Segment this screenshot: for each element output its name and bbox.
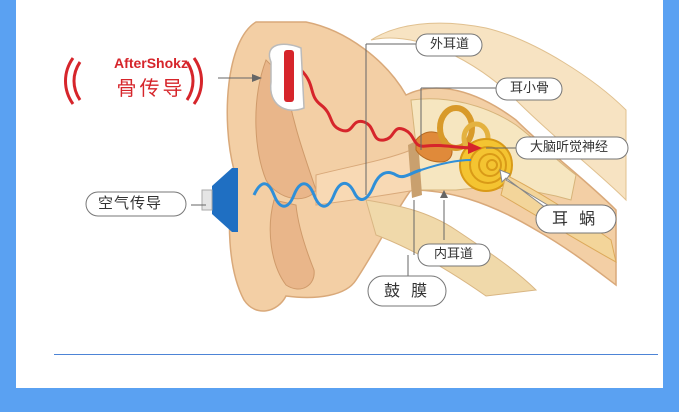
sound-brackets bbox=[64, 57, 203, 105]
leader-arrows bbox=[252, 74, 448, 198]
skull-region bbox=[370, 22, 627, 202]
bone-conduction-wave bbox=[299, 68, 477, 150]
label-air-conduction: 空气传导 bbox=[98, 194, 163, 212]
cochlea-shape bbox=[459, 138, 513, 192]
eardrum-shape bbox=[408, 140, 422, 198]
brand-name: AfterShokz bbox=[114, 55, 188, 71]
brand-block: AfterShokz 骨传导 bbox=[96, 55, 206, 101]
ear-fold-2 bbox=[269, 199, 315, 290]
air-speaker bbox=[201, 168, 238, 232]
label-ossicles: 耳小骨 bbox=[510, 81, 550, 96]
bone-transducer bbox=[268, 43, 305, 111]
label-auditory-nerve: 大脑听觉神经 bbox=[530, 140, 609, 155]
label-eardrum: 鼓 膜 bbox=[384, 281, 431, 300]
air-arrow-line bbox=[420, 159, 472, 171]
air-conduction-wave bbox=[252, 168, 422, 208]
divider-line bbox=[54, 354, 658, 355]
label-cochlea: 耳 蜗 bbox=[552, 209, 599, 228]
bone-arrow-head bbox=[468, 142, 482, 154]
diagram-panel: AfterShokz 骨传导 外耳道 耳小骨 大脑听觉神经 耳 蜗 内耳道 鼓 … bbox=[16, 0, 663, 388]
label-outer-canal: 外耳道 bbox=[430, 37, 470, 52]
label-inner-canal: 内耳道 bbox=[434, 247, 474, 262]
bone-conduction-label: 骨传导 bbox=[116, 76, 186, 100]
